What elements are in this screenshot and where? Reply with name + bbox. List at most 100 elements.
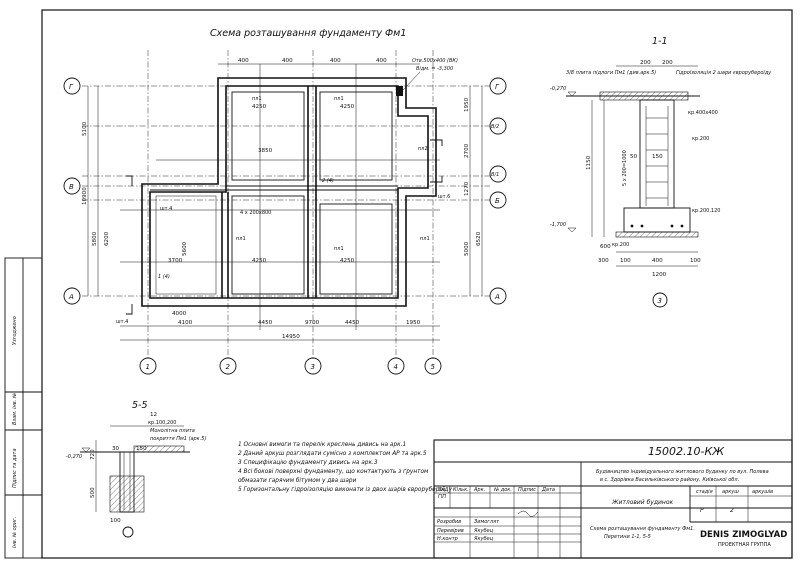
signature <box>517 510 539 517</box>
svg-text:400: 400 <box>330 58 341 64</box>
svg-text:5 х 200=1000: 5 х 200=1000 <box>622 150 628 186</box>
sheet-title: Схема розташування фундаменту Фм1. <box>590 526 695 532</box>
svg-text:В: В <box>69 183 74 191</box>
axis-B-bubble-right: Б <box>489 191 507 209</box>
svg-text:пл1: пл1 <box>252 96 262 102</box>
svg-text:Г: Г <box>69 83 74 91</box>
general-notes: 1 Основні вимоги та перелік креслень див… <box>238 442 453 493</box>
note-1: 1 Основні вимоги та перелік креслень див… <box>238 442 406 448</box>
svg-text:стадія: стадія <box>696 489 713 495</box>
svg-text:5000: 5000 <box>464 241 470 256</box>
svg-text:720: 720 <box>90 449 96 460</box>
axis-1-bubble: 1 <box>139 357 157 375</box>
svg-text:кр.400х400: кр.400х400 <box>688 110 718 116</box>
svg-text:2700: 2700 <box>464 143 470 158</box>
svg-text:1 (4): 1 (4) <box>158 274 170 280</box>
svg-text:аркуш: аркуш <box>722 489 739 495</box>
svg-text:3850: 3850 <box>258 148 273 154</box>
svg-text:пл1: пл1 <box>334 246 344 252</box>
axis-A-bubble-right: А <box>489 287 507 305</box>
note-2: 2 Даний аркуш розглядати сумісно з компл… <box>238 451 427 457</box>
stamp-orig-no: Інв. № ориг. <box>12 517 18 548</box>
stamp-replace-no: Взам. інв. № <box>12 393 18 425</box>
axis-A-bubble-left: А <box>63 287 81 305</box>
section-5-5-title: 5-5 <box>132 400 148 411</box>
svg-text:Відм. = -3,300: Відм. = -3,300 <box>416 66 453 72</box>
svg-text:-0,270: -0,270 <box>66 454 82 460</box>
svg-text:пл1: пл1 <box>334 96 344 102</box>
stamp-agreed: Узгоджено <box>12 316 18 345</box>
section-5-5: Монолітна плита покриття Пм1 (арк.5) кр.… <box>66 412 206 538</box>
dims-right: 1950 2700 1270 5000 6520 <box>464 86 483 296</box>
svg-text:3: 3 <box>311 363 315 371</box>
svg-text:1200: 1200 <box>652 272 667 278</box>
svg-text:пл1: пл1 <box>420 236 430 242</box>
svg-text:-1,700: -1,700 <box>550 222 566 228</box>
svg-text:600: 600 <box>600 244 611 250</box>
axis-3-bubble: 3 <box>304 357 322 375</box>
svg-text:500: 500 <box>90 487 96 498</box>
svg-text:300: 300 <box>598 258 609 264</box>
svg-text:Отв.500х400 (ВК): Отв.500х400 (ВК) <box>412 58 458 64</box>
svg-text:3/8 плита підлоги Пм1 (див.арк: 3/8 плита підлоги Пм1 (див.арк.5) <box>566 70 656 76</box>
svg-text:шт.4: шт.4 <box>160 206 172 212</box>
svg-text:1950: 1950 <box>464 97 470 112</box>
svg-text:В/2: В/2 <box>491 124 499 130</box>
axis-V1-bubble-right: В/1 <box>489 165 507 183</box>
plan-axes <box>82 50 490 358</box>
svg-text:5: 5 <box>431 363 436 371</box>
svg-text:пл2: пл2 <box>418 146 428 152</box>
svg-text:200: 200 <box>662 60 673 66</box>
axis-G-bubble-right: Г <box>489 77 507 95</box>
svg-text:6200: 6200 <box>104 231 110 246</box>
axis-V2-bubble-right: В/2 <box>489 117 507 135</box>
svg-text:12: 12 <box>150 412 157 418</box>
svg-text:30: 30 <box>112 446 120 452</box>
svg-text:4 х 200х800: 4 х 200х800 <box>240 210 271 216</box>
svg-text:4450: 4450 <box>258 320 273 326</box>
svg-text:400: 400 <box>238 58 249 64</box>
axis-G-bubble-left: Г <box>63 77 81 95</box>
axis-4-bubble: 4 <box>387 357 405 375</box>
svg-text:1950: 1950 <box>406 320 421 326</box>
svg-text:Зимоглят: Зимоглят <box>474 519 500 525</box>
svg-text:400: 400 <box>376 58 387 64</box>
svg-text:А: А <box>68 293 74 301</box>
svg-text:100: 100 <box>690 258 701 264</box>
stamp-sign-date: Підпис та дата <box>12 448 18 488</box>
note-4b: обмазати гарячим бітумом у два шари <box>238 478 357 484</box>
dims-top: 400 400 400 400 <box>218 58 420 65</box>
svg-text:400: 400 <box>282 58 293 64</box>
svg-text:Монолітна плита: Монолітна плита <box>150 428 195 434</box>
svg-text:3700: 3700 <box>168 258 183 264</box>
svg-text:Зм.: Зм. <box>438 487 447 493</box>
svg-text:5100: 5100 <box>82 121 88 136</box>
svg-text:Г: Г <box>495 83 500 91</box>
sheet-title-2: Перетини 1-1, 5-5 <box>604 534 651 540</box>
note-4: 4 Всі бокові поверхні фундаменту, що кон… <box>238 469 429 475</box>
svg-text:№ док.: № док. <box>493 487 512 493</box>
company-name: DENIS ZIMOGLYAD <box>700 530 787 540</box>
company-sub: ПРОЕКТНАЯ ГРУППА <box>718 542 771 548</box>
svg-text:4000: 4000 <box>172 311 187 317</box>
project-name-2: в с. Здорівка Васильківського району, Ки… <box>600 477 739 483</box>
svg-text:200: 200 <box>640 60 651 66</box>
svg-text:Перевірив: Перевірив <box>437 528 464 534</box>
svg-text:-0,270: -0,270 <box>550 86 566 92</box>
svg-text:Кільк.: Кільк. <box>453 487 469 493</box>
section-1-1: 3 3/8 плита підлоги Пм1 (див.арк.5) Гідр… <box>550 60 772 308</box>
svg-text:4450: 4450 <box>345 320 360 326</box>
svg-text:аркушів: аркушів <box>752 489 773 495</box>
plan-annotations: 4250 3850 4250 4250 3700 5600 4250 пл1 п… <box>116 58 458 325</box>
svg-text:кр.200,120: кр.200,120 <box>692 208 720 214</box>
svg-text:Н.контр: Н.контр <box>437 536 458 542</box>
svg-text:100: 100 <box>620 258 631 264</box>
svg-text:кр.200: кр.200 <box>612 242 629 248</box>
svg-text:5600: 5600 <box>182 241 188 256</box>
svg-text:кр.100,200: кр.100,200 <box>148 420 176 426</box>
svg-text:ГІП: ГІП <box>438 494 446 500</box>
svg-text:Б: Б <box>495 197 500 205</box>
svg-text:9700: 9700 <box>305 320 320 326</box>
dims-bottom: 4100 4450 9700 4450 1950 4000 14950 <box>120 311 440 341</box>
